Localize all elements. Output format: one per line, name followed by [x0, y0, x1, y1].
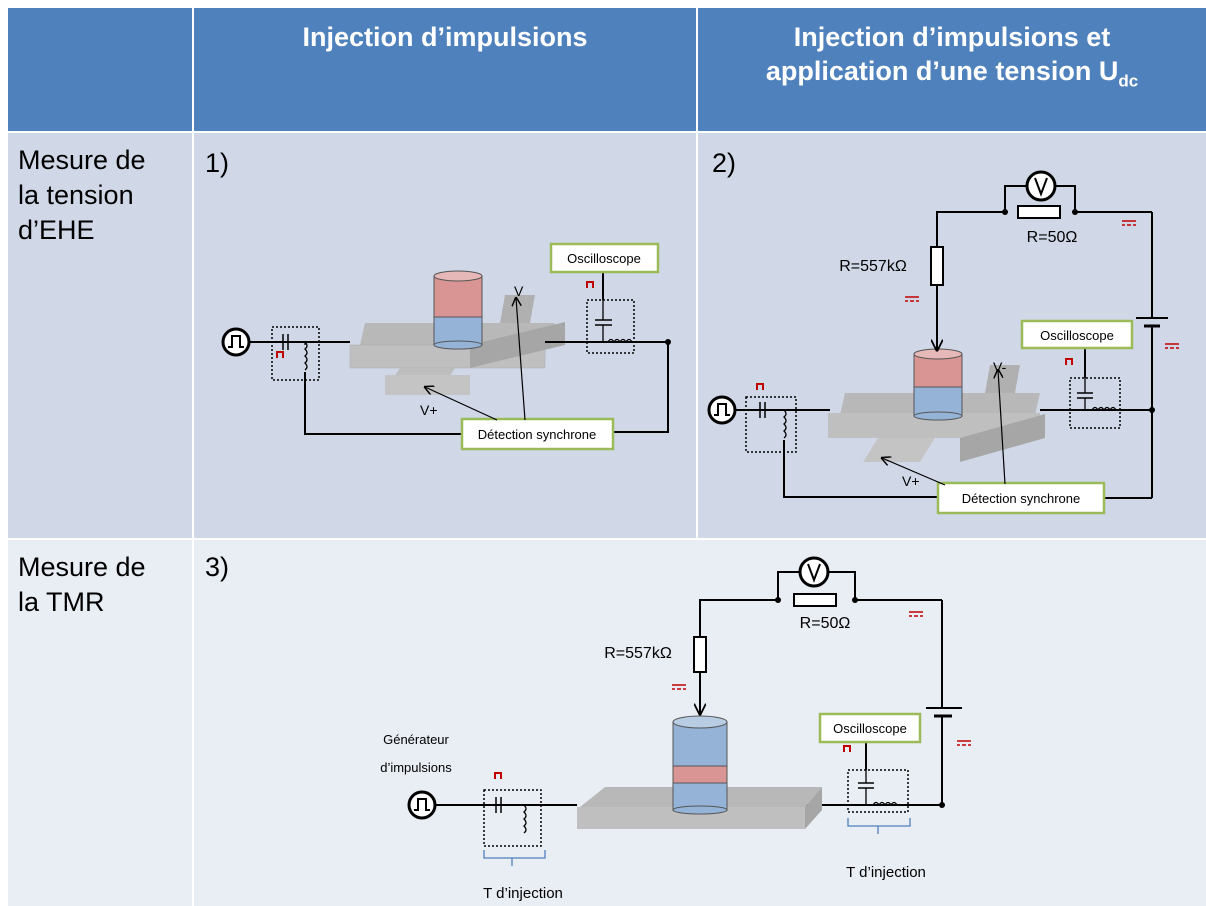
pulse-generator-icon-2 — [707, 395, 737, 425]
hall-cross-plate — [349, 295, 565, 395]
header-col2-line2: application d’une tension U — [765, 56, 1119, 86]
p2-r-small-label: R=50Ω — [1027, 229, 1078, 246]
p1-detection-label: Détection synchrone — [478, 427, 597, 442]
p2-detection-label: Détection synchrone — [962, 491, 1081, 506]
bias-tee-left — [271, 326, 320, 381]
panel-3-diagram: R=50Ω R=557kΩ — [380, 556, 971, 902]
brace-left — [483, 850, 546, 866]
resistor-557k-icon-3 — [693, 636, 707, 673]
header-col1-label: Injection d’impulsions — [302, 22, 588, 52]
row2-label-line: Mesure de — [18, 552, 146, 582]
p3-r-small-label: R=50Ω — [800, 615, 851, 632]
header-col2-subscript: dc — [1118, 71, 1139, 91]
p2-v-minus-label: V- — [993, 359, 1007, 375]
p2-r-large-label: R=557kΩ — [839, 258, 907, 275]
row1-label-line: la tension — [18, 180, 134, 210]
panel-3-number: 3) — [205, 552, 230, 582]
resistor-557k-icon — [930, 246, 944, 286]
row2-label-line: la TMR — [18, 587, 105, 617]
dc-source-icon — [1136, 317, 1168, 328]
p3-t-injection-right: T d’injection — [846, 864, 926, 881]
dc-symbols — [905, 220, 1179, 349]
p3-generator-line2: d’impulsions — [380, 760, 452, 775]
dc-source-icon-3 — [926, 707, 962, 718]
voltmeter-icon — [1025, 170, 1057, 202]
p1-oscilloscope-label: Oscilloscope — [567, 251, 641, 266]
pulse-generator-icon-3 — [407, 790, 437, 820]
row1-label-line: Mesure de — [18, 145, 146, 175]
table-grid: Injection d’impulsions Injection d’impul… — [8, 8, 1206, 906]
panel-2-diagram: R=50Ω R=557kΩ — [707, 170, 1179, 515]
p2-v-plus-label: V+ — [902, 473, 920, 489]
header-col2-line1: Injection d’impulsions et — [793, 22, 1111, 52]
header-col-injection: Injection d’impulsions — [194, 8, 696, 131]
panel-2-number: 2) — [712, 148, 737, 178]
pillar-3 — [672, 715, 728, 815]
bias-tee-left-3 — [483, 772, 542, 847]
p1-v-minus-label: V — [514, 283, 524, 299]
p3-r-large-label: R=557kΩ — [604, 645, 672, 662]
row-label-ehe: Mesure de la tension d’EHE — [8, 133, 192, 538]
dc-symbols-3 — [672, 611, 971, 746]
p3-t-injection-left: T d’injection — [483, 885, 563, 902]
resistor-50-icon-3 — [793, 593, 837, 607]
p3-generator-line1: Générateur — [383, 732, 449, 747]
row-label-tmr: Mesure de la TMR — [8, 540, 192, 906]
p1-v-plus-label: V+ — [420, 402, 438, 418]
voltmeter-icon-3 — [798, 556, 830, 588]
pillar-2 — [913, 348, 963, 421]
pulse-generator-icon — [221, 327, 251, 357]
pillar — [433, 270, 483, 350]
row1-label-line: d’EHE — [18, 215, 95, 245]
p2-oscilloscope-label: Oscilloscope — [1040, 328, 1114, 343]
p3-oscilloscope-label: Oscilloscope — [833, 721, 907, 736]
bias-tee-right — [586, 281, 635, 354]
header-corner — [8, 8, 192, 131]
bias-tee-right-2 — [1065, 358, 1121, 429]
resistor-50-icon — [1017, 205, 1061, 219]
header-col-injection-voltage: Injection d’impulsions et application d’… — [698, 8, 1206, 131]
bias-tee-left-2 — [745, 383, 797, 453]
brace-right — [847, 818, 911, 834]
bias-tee-right-3 — [843, 745, 909, 813]
panel-1-diagram: Oscilloscope Détection synchrone V V+ — [221, 242, 671, 451]
panel-1-number: 1) — [205, 148, 230, 178]
